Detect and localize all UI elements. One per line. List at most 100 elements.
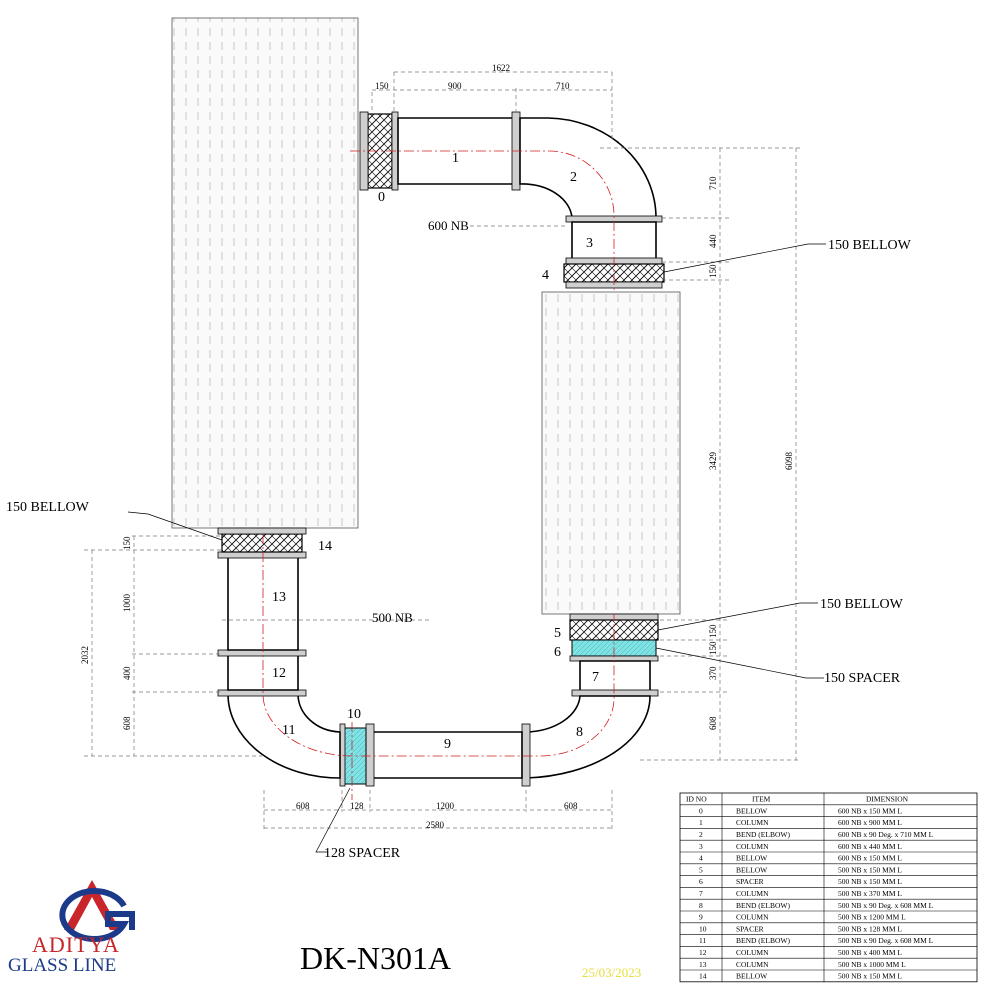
part-label-4: 4 xyxy=(542,268,549,283)
part-label-2: 2 xyxy=(570,170,577,185)
callout-spacer-128: 128 SPACER xyxy=(324,846,401,861)
table-cell: 500 NB x 90 Deg. x 608 MM L xyxy=(838,901,934,910)
svg-text:2032: 2032 xyxy=(80,646,90,664)
callout-left-bellow: 150 BELLOW xyxy=(6,500,90,515)
table-cell: 500 NB x 1200 MM L xyxy=(838,913,906,922)
callout-leaders xyxy=(127,243,826,853)
table-cell: 5 xyxy=(699,865,703,874)
table-cell: 8 xyxy=(699,901,703,910)
dimension-lines xyxy=(84,71,800,832)
svg-text:150: 150 xyxy=(708,641,718,655)
column-7 xyxy=(579,660,651,693)
table-cell: 500 NB x 370 MM L xyxy=(838,889,902,898)
svg-text:900: 900 xyxy=(448,81,462,91)
svg-text:150: 150 xyxy=(375,81,389,91)
table-cell: COLUMN xyxy=(736,842,769,851)
table-cell: SPACER xyxy=(736,877,764,886)
table-cell: 500 NB x 400 MM L xyxy=(838,948,902,957)
table-header: DIMENSION xyxy=(866,795,909,804)
table-cell: 6 xyxy=(699,877,703,886)
table-header: ID NO xyxy=(686,795,707,804)
part-label-9: 9 xyxy=(444,737,451,752)
table-header: ITEM xyxy=(752,795,771,804)
svg-text:608: 608 xyxy=(708,716,718,730)
table-cell: COLUMN xyxy=(736,913,769,922)
part-label-3: 3 xyxy=(586,236,593,251)
left-column-vessel xyxy=(171,17,359,529)
part-label-0: 0 xyxy=(378,190,385,205)
svg-text:710: 710 xyxy=(708,176,718,190)
dimension-labels: 1622 150 900 710 710 440 150 3429 6098 1… xyxy=(80,63,794,830)
table-cell: 1 xyxy=(699,818,703,827)
bend-11 xyxy=(227,693,341,779)
table-cell: 500 NB x 150 MM L xyxy=(838,972,902,981)
table-cell: 7 xyxy=(699,889,703,898)
table-cell: 500 NB x 90 Deg. x 608 MM L xyxy=(838,936,934,945)
table-cell: 13 xyxy=(699,960,707,969)
svg-text:128: 128 xyxy=(350,801,364,811)
logo-line2: GLASS LINE xyxy=(8,955,116,976)
svg-text:1622: 1622 xyxy=(492,63,510,73)
logo-g-mark xyxy=(59,888,135,942)
callout-upper-size: 600 NB xyxy=(428,218,469,233)
table-cell: 9 xyxy=(699,913,703,922)
bellow-14 xyxy=(221,533,303,553)
svg-text:3429: 3429 xyxy=(708,452,718,471)
table-cell: 600 NB x 150 MM L xyxy=(838,806,902,815)
callout-spacer-150: 150 SPACER xyxy=(824,671,901,686)
callout-upper-bellow: 150 BELLOW xyxy=(828,238,912,253)
company-logo: ADITYA GLASS LINE xyxy=(8,880,135,976)
part-label-12: 12 xyxy=(272,666,286,681)
table-cell: 500 NB x 1000 MM L xyxy=(838,960,906,969)
svg-text:710: 710 xyxy=(556,81,570,91)
svg-text:608: 608 xyxy=(122,716,132,730)
part-label-11: 11 xyxy=(282,723,295,738)
table-cell: COLUMN xyxy=(736,960,769,969)
table-cell: SPACER xyxy=(736,924,764,933)
part-label-1: 1 xyxy=(452,151,459,166)
svg-text:6098: 6098 xyxy=(784,452,794,471)
callout-lower-size: 500 NB xyxy=(372,610,413,625)
table-cell: COLUMN xyxy=(736,818,769,827)
part-label-10: 10 xyxy=(347,707,361,722)
drawing-number: DK-N301A xyxy=(300,940,451,976)
table-cell: 4 xyxy=(699,854,703,863)
part-label-13: 13 xyxy=(272,590,286,605)
table-cell: 500 NB x 128 MM L xyxy=(838,924,902,933)
table-cell: COLUMN xyxy=(736,889,769,898)
table-cell: 2 xyxy=(699,830,703,839)
table-cell: BEND (ELBOW) xyxy=(736,901,790,910)
right-column-vessel xyxy=(541,291,681,615)
table-cell: 600 NB x 150 MM L xyxy=(838,854,902,863)
table-cell: 10 xyxy=(699,924,707,933)
svg-text:150: 150 xyxy=(122,536,132,550)
svg-text:1000: 1000 xyxy=(122,594,132,613)
svg-text:370: 370 xyxy=(708,666,718,680)
logo-line1: ADITYA xyxy=(32,932,120,957)
svg-text:608: 608 xyxy=(564,801,578,811)
table-cell: 3 xyxy=(699,842,703,851)
table-cell: 11 xyxy=(699,936,706,945)
table-cell: COLUMN xyxy=(736,948,769,957)
table-cell: 600 NB x 440 MM L xyxy=(838,842,902,851)
part-label-5: 5 xyxy=(554,626,561,641)
svg-text:608: 608 xyxy=(296,801,310,811)
part-label-8: 8 xyxy=(576,725,583,740)
table-cell: 12 xyxy=(699,948,707,957)
table-cell: 600 NB x 900 MM L xyxy=(838,818,902,827)
table-cell: BELLOW xyxy=(736,865,768,874)
callout-lower-bellow: 150 BELLOW xyxy=(820,597,904,612)
svg-text:2580: 2580 xyxy=(426,820,445,830)
part-label-7: 7 xyxy=(592,670,599,685)
table-cell: 600 NB x 90 Deg. x 710 MM L xyxy=(838,830,934,839)
callout-labels: 150 BELLOW 150 BELLOW 150 BELLOW 150 SPA… xyxy=(6,218,912,861)
table-cell: BELLOW xyxy=(736,854,768,863)
table-cell: BELLOW xyxy=(736,972,768,981)
svg-text:150: 150 xyxy=(708,624,718,638)
table-cell: 500 NB x 150 MM L xyxy=(838,865,902,874)
table-cell: 0 xyxy=(699,806,703,815)
part-number-labels: 0 1 2 3 4 5 6 7 8 9 10 11 12 13 14 xyxy=(272,151,599,752)
bend-8 xyxy=(525,695,651,779)
